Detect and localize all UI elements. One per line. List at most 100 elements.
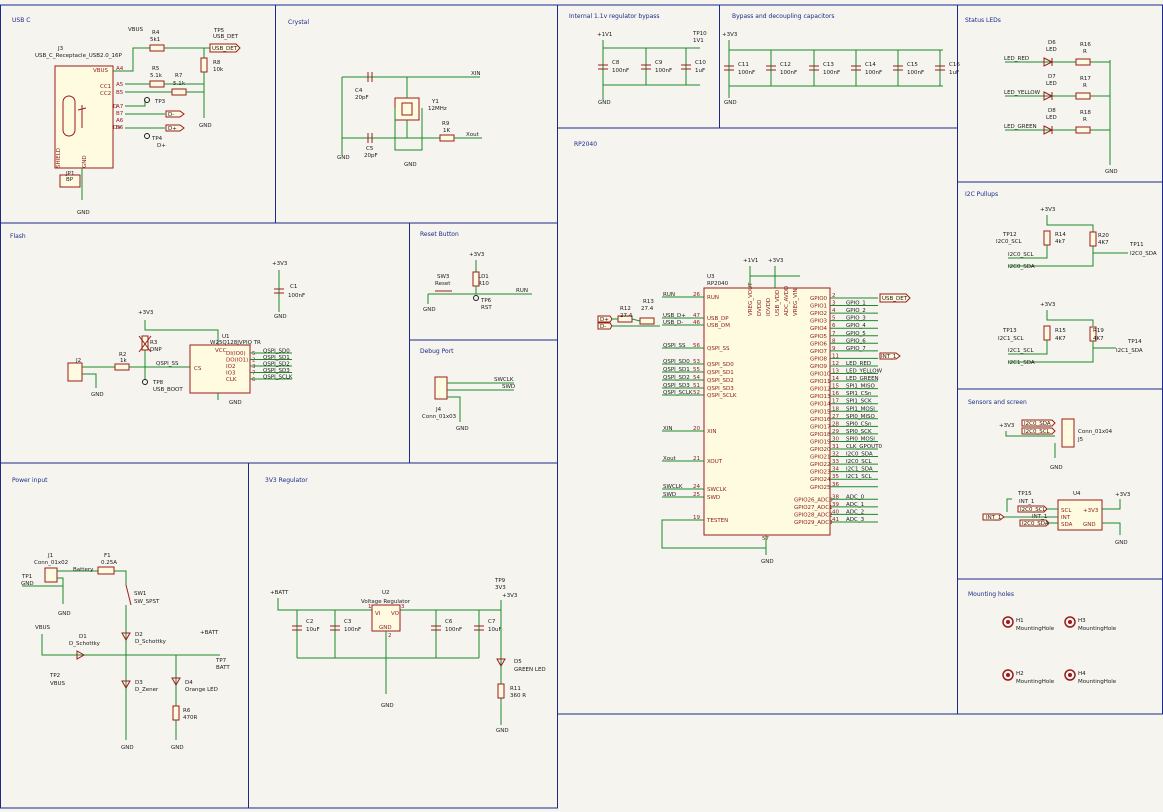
led-ref: D8 <box>1048 108 1056 114</box>
mcu-right-pin-number: 4 <box>832 308 836 314</box>
mcu-right-net: SPI1_MISO <box>846 384 876 390</box>
d1-ref: D1 <box>79 634 87 640</box>
mcu-right-pin-name: GPIO2 <box>810 311 827 317</box>
battery-net: Battery <box>73 567 94 573</box>
r20-value: 4K7 <box>1098 240 1109 246</box>
mcu-right-pin-name: GPIO3 <box>810 319 828 325</box>
header-j5 <box>1061 418 1075 448</box>
c4-value: 20pF <box>355 95 369 101</box>
power-gnd1: GND <box>58 611 71 617</box>
flash-pin-net: QSPI_SD1 <box>263 355 290 361</box>
bypass-cap-ref: C12 <box>780 62 791 68</box>
u1-value: W25Q128JVPIQ TR <box>210 340 261 346</box>
usbc-block: J3 USB_C_Receptacle_USB2.0_16P VBUS CC1 … <box>35 27 241 216</box>
mcu-right-pin-number: 7 <box>832 331 836 337</box>
mcu-v11: +1V1 <box>743 258 758 264</box>
wire <box>1046 310 1094 326</box>
r5-ref: R5 <box>152 66 160 72</box>
tp7-ref: TP7 <box>215 658 227 664</box>
bypass-cap-value: 100nF <box>823 70 840 76</box>
leds-gnd: GND <box>1105 169 1118 175</box>
mcu-power-pin: VREG_VIN <box>793 288 799 316</box>
reset-v33: +3V3 <box>469 252 485 258</box>
wire <box>661 519 766 549</box>
mcu-left-net: USB_D+ <box>663 313 686 319</box>
dp-port <box>597 315 613 323</box>
bypass-block: +3V3 GND C11100nFC12100nFC13100nFC14100n… <box>722 32 960 106</box>
resistor-r2 <box>114 363 130 371</box>
tp10-ref: TP10 <box>692 31 707 37</box>
mcu-left-pin-name: QSPI_SD1 <box>707 370 734 376</box>
c5-value: 20pF <box>364 153 378 159</box>
reg-cap-value: 10uF <box>306 627 320 633</box>
led-resistor-value: R <box>1083 117 1087 123</box>
section-title-i2c: I2C Pullups <box>965 191 998 198</box>
wire <box>447 396 461 422</box>
mcu-right-net: ADC_1 <box>846 502 864 508</box>
r4-value: 5k1 <box>150 37 160 43</box>
reg-cap-value: 100nF <box>445 627 462 633</box>
wire <box>631 318 641 322</box>
mcu-right-net: I2C1_SCL <box>846 474 873 480</box>
u2-vo: VO <box>391 611 400 617</box>
led-resistor <box>1075 126 1091 134</box>
led-value: LED <box>1046 47 1057 53</box>
sensors-block: +3V3 I2C0_SDA I2C0_SCL Conn_01x04 J5 GND… <box>982 418 1131 546</box>
diode-d1 <box>76 650 86 660</box>
mcu-right-net: CLK_GPOUT0 <box>846 444 883 450</box>
led-net-label: LED_YELLOW <box>1004 90 1041 96</box>
flash-pin-number: 7 <box>252 371 256 377</box>
mcu-right-pin-number: 29 <box>832 429 839 435</box>
crystal-gnd1: GND <box>337 155 350 161</box>
qspiss-net: QSPI_SS <box>156 361 179 367</box>
mcu-left-net: USB_D- <box>663 320 683 326</box>
mcu-right-net: I2C0_SDA <box>846 452 873 458</box>
reg-frame <box>248 462 558 809</box>
jumper-jp1 <box>59 174 81 188</box>
resistor-r9 <box>439 134 455 142</box>
mcu-gnd: GND <box>761 559 774 565</box>
mcu-left-pin-name: XIN <box>707 429 717 435</box>
mcu-left-pin-number: 25 <box>693 492 700 498</box>
r12-ref: R12 <box>620 306 631 312</box>
mcu-right-pin-number: 6 <box>832 323 836 329</box>
u4-pin-gnd: GND <box>1083 522 1096 528</box>
int1-port <box>879 352 901 360</box>
header-j4 <box>434 376 448 400</box>
mcu-right-pin-name: GPIO25 <box>810 485 831 491</box>
led-resistor-ref: R17 <box>1080 76 1091 82</box>
resistor-r3 <box>141 335 149 351</box>
led-value: LED <box>1046 115 1057 121</box>
dm-label-text: D- <box>168 112 174 118</box>
mcu-right-pin-number: 14 <box>832 376 839 382</box>
mcu-left-pin-number: 21 <box>693 456 700 462</box>
run-net: RUN <box>516 288 528 294</box>
ld1-ref: LD1 <box>478 274 489 280</box>
reg-batt: +BATT <box>270 590 289 596</box>
r19-value: 4K7 <box>1093 336 1104 342</box>
resistor-r20 <box>1089 231 1097 247</box>
j4-value: Conn_01x03 <box>422 414 457 420</box>
mcu-left-pin-number: 56 <box>693 343 700 349</box>
dp-port-text: D+ <box>600 317 609 323</box>
mounting-hole-icon <box>1064 616 1076 628</box>
r9-ref: R9 <box>442 121 450 127</box>
mcu-left-pin-name: SWCLK <box>707 487 727 493</box>
sw3-value: Reset <box>435 281 451 287</box>
mcu-left-pin-name: QSPI_SD0 <box>707 362 734 368</box>
mcu-right-pin-name: GPIO6 <box>810 341 828 347</box>
c4-ref: C4 <box>355 88 363 94</box>
ldo-cap-c8: C8 100nF <box>598 48 629 85</box>
mcu-right-pin-name: GPIO21 <box>810 455 831 461</box>
c8-ref: C8 <box>612 60 620 66</box>
bypass-v33: +3V3 <box>722 32 738 38</box>
flash-v33: +3V3 <box>272 261 288 267</box>
dp-label-text: D+ <box>168 126 177 132</box>
reg-gnd: GND <box>381 703 394 709</box>
mcu-right-pin-number: 15 <box>832 384 839 390</box>
section-title-sensors: Sensors and screen <box>968 399 1027 406</box>
usb-trident-icon <box>77 107 87 111</box>
tp4-ref: TP4 <box>151 136 163 142</box>
